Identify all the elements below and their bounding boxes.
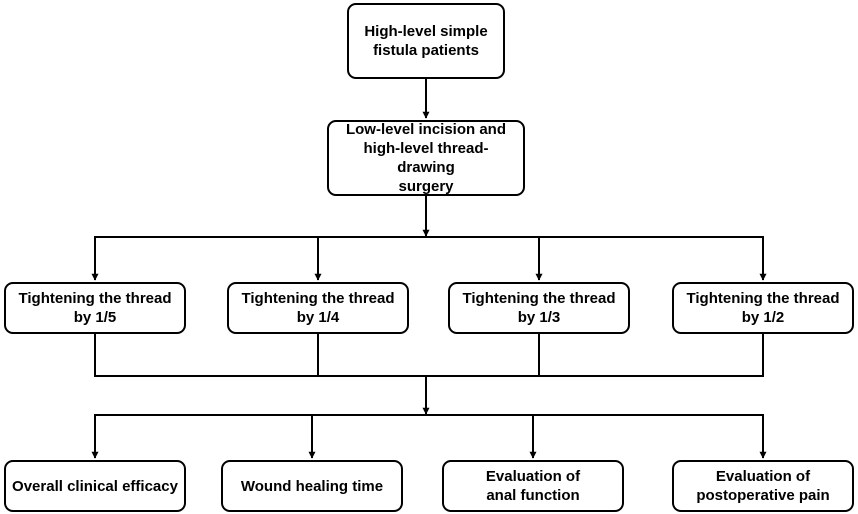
node-tightening-1-3-line-2: by 1/3 bbox=[517, 309, 561, 326]
node-clinical-efficacy: Overall clinical efficacy bbox=[4, 460, 186, 512]
node-tightening-1-4: Tightening the thread by 1/4 bbox=[227, 282, 409, 334]
node-tightening-1-2: Tightening the thread by 1/2 bbox=[672, 282, 854, 334]
node-clinical-efficacy-line-1: Overall clinical efficacy bbox=[12, 477, 178, 495]
node-tightening-1-4-line-1: Tightening the thread bbox=[241, 290, 395, 307]
node-tightening-1-3-line-1: Tightening the thread bbox=[462, 290, 616, 307]
node-wound-healing-line-1: Wound healing time bbox=[240, 477, 384, 495]
node-postoperative-pain-line-1: Evaluation of bbox=[715, 468, 811, 485]
node-tightening-1-3: Tightening the thread by 1/3 bbox=[448, 282, 630, 334]
node-surgery-line-1: Low-level incision and bbox=[345, 121, 507, 138]
node-tightening-1-5: Tightening the thread by 1/5 bbox=[4, 282, 186, 334]
node-wound-healing: Wound healing time bbox=[221, 460, 403, 512]
node-surgery: Low-level incision and high-level thread… bbox=[327, 120, 525, 196]
node-anal-function-line-1: Evaluation of bbox=[485, 468, 581, 485]
node-anal-function-line-2: anal function bbox=[486, 487, 580, 504]
node-tightening-1-4-line-2: by 1/4 bbox=[296, 309, 340, 326]
node-surgery-line-3: surgery bbox=[398, 178, 454, 195]
node-tightening-1-5-line-1: Tightening the thread bbox=[18, 290, 172, 307]
node-patients-line-1: High-level simple bbox=[364, 23, 488, 40]
node-postoperative-pain: Evaluation of postoperative pain bbox=[672, 460, 854, 512]
node-tightening-1-5-line-2: by 1/5 bbox=[73, 309, 117, 326]
node-tightening-1-2-line-2: by 1/2 bbox=[741, 309, 785, 326]
node-anal-function: Evaluation of anal function bbox=[442, 460, 624, 512]
node-postoperative-pain-line-2: postoperative pain bbox=[696, 487, 830, 504]
node-patients: High-level simple fistula patients bbox=[347, 3, 505, 79]
node-tightening-1-2-line-1: Tightening the thread bbox=[686, 290, 840, 307]
node-surgery-line-2: high-level thread-drawing bbox=[363, 140, 489, 176]
node-patients-line-2: fistula patients bbox=[373, 42, 479, 59]
